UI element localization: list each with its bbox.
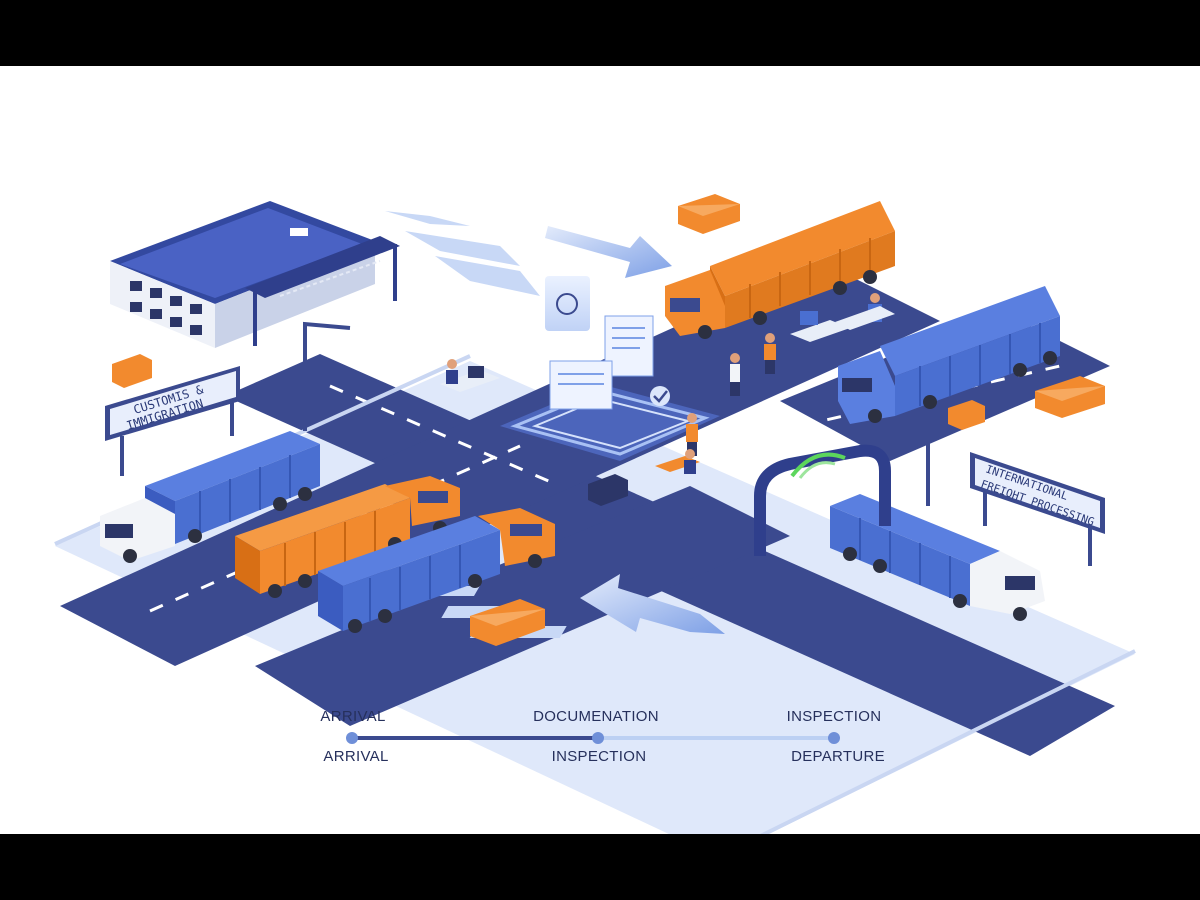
arrow-stripes-left xyxy=(385,211,540,296)
timeline-bottom-label-departure: DEPARTURE xyxy=(791,748,885,765)
truck-orange-top xyxy=(665,201,895,339)
scanner-gate xyxy=(754,444,891,556)
box-left xyxy=(112,354,152,388)
illustration-canvas: CUSTOMIS & IMMIGRATION INTERNATIONAL FRE… xyxy=(0,66,1200,834)
timeline-bottom-label-inspection: INSPECTION xyxy=(551,748,647,765)
document-hologram xyxy=(500,276,720,461)
box-right xyxy=(1035,376,1105,418)
worker-desk-left xyxy=(440,359,500,392)
worker-desk-right xyxy=(790,293,895,342)
truck-orange-lower xyxy=(235,476,460,598)
worker-standing-2 xyxy=(764,333,776,374)
box-center-dark xyxy=(588,474,628,506)
workers xyxy=(440,293,895,474)
globe-icon xyxy=(556,293,578,315)
timeline-bottom-label-arrival: ARRIVAL xyxy=(323,748,389,765)
box-bottom xyxy=(470,599,545,646)
cargo-boxes xyxy=(112,194,1105,646)
truck-blue-right xyxy=(838,286,1060,424)
truck-blue-lower xyxy=(318,508,555,633)
truck-blue-left xyxy=(100,431,320,563)
timeline-top-label-arrival: ARRIVAL xyxy=(320,708,386,725)
worker-desk-center xyxy=(655,449,700,474)
customs-building xyxy=(110,181,400,348)
arrow-top-right xyxy=(545,226,672,278)
worker-standing-1 xyxy=(730,353,740,396)
truck-blue-bottom-right xyxy=(830,494,1045,621)
holo-panel-globe xyxy=(545,276,590,331)
logistics-scene: CUSTOMIS & IMMIGRATION INTERNATIONAL FRE… xyxy=(54,181,1136,834)
freight-sign: INTERNATIONAL FREIOHT PROCESSING xyxy=(970,452,1105,566)
box-mid-right xyxy=(948,400,985,430)
timeline-top-label-documentation: DOCUMENATION xyxy=(533,708,659,725)
box-top xyxy=(678,194,740,234)
worker-standing-3 xyxy=(686,413,698,456)
timeline-top-label-inspection: INSPECTION xyxy=(786,708,882,725)
check-icon xyxy=(650,386,670,406)
arrow-bottom-left xyxy=(580,574,725,634)
holo-panel-doc xyxy=(604,315,654,377)
